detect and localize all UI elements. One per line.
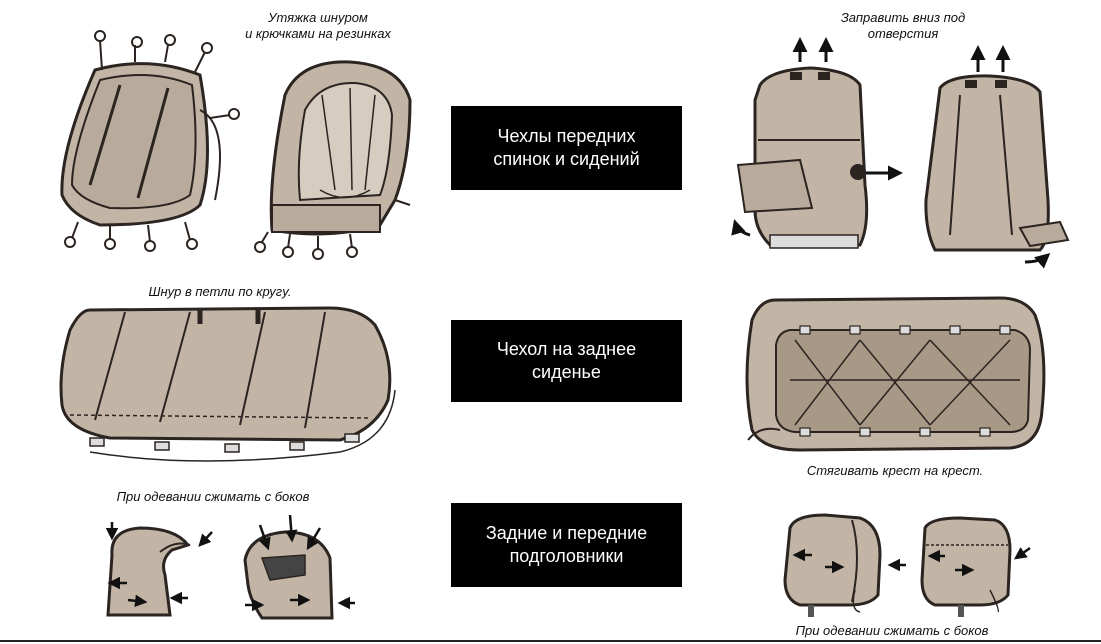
caption-cross-tie: Стягивать крест на крест. bbox=[806, 463, 984, 478]
headrest-right-1-illustration bbox=[783, 513, 882, 617]
seat-back-tuck-illustration-1 bbox=[731, 37, 903, 249]
headrest-open-illustration bbox=[243, 514, 355, 620]
headrest-right-2-illustration bbox=[887, 516, 1031, 617]
caption-tuck-down: Заправить вниз под отверстия bbox=[840, 10, 966, 41]
caption-lace-hooks: Утяжка шнуром и крючками на резинках bbox=[245, 10, 391, 41]
seat-back-tuck-illustration-2 bbox=[924, 45, 1070, 269]
caption-squeeze-left: При одевании сжимать с боков bbox=[116, 489, 310, 504]
label-headrests: Задние и передние подголовники bbox=[451, 503, 682, 587]
caption-lace-loops: Шнур в петли по кругу. bbox=[148, 284, 292, 299]
front-seat-back-illustration bbox=[254, 60, 412, 260]
bottom-border bbox=[0, 640, 1101, 642]
rear-seat-cross-lacing-illustration bbox=[745, 296, 1046, 452]
caption-squeeze-right: При одевании сжимать с боков bbox=[795, 623, 989, 638]
label-rear-cover: Чехол на заднее сиденье bbox=[451, 320, 682, 402]
label-front-covers: Чехлы передних спинок и сидений bbox=[451, 106, 682, 190]
front-seat-cushion-illustration bbox=[60, 30, 240, 252]
rear-seat-cushion-illustration bbox=[59, 306, 396, 462]
headrest-left-illustration bbox=[105, 522, 213, 617]
